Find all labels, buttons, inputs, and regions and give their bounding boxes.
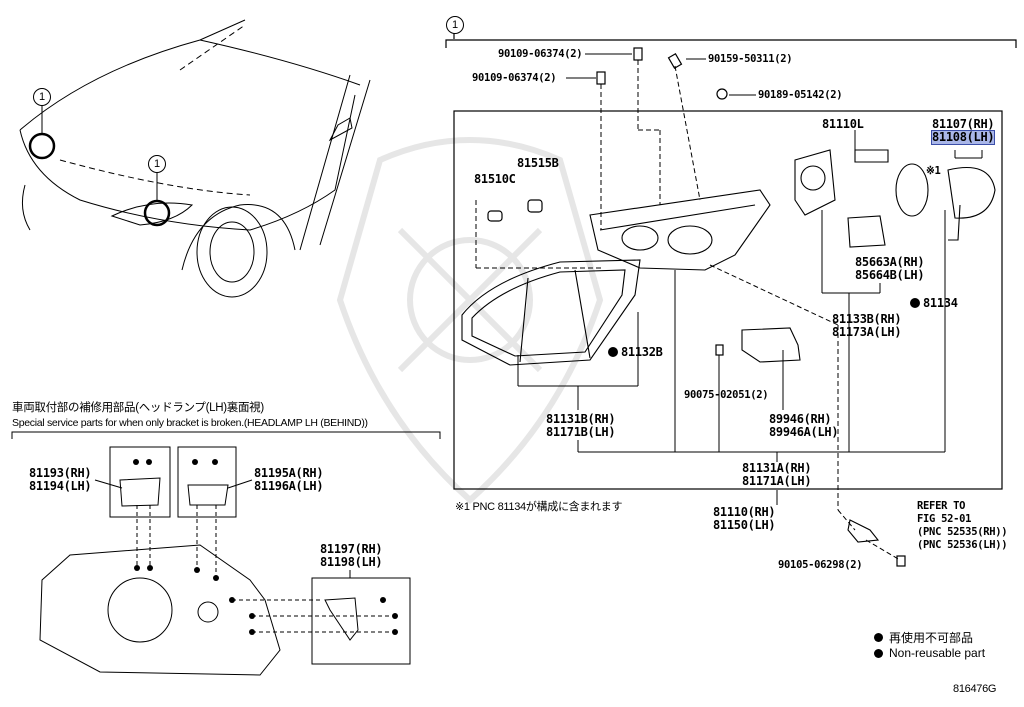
refer-to-fig-52-01[interactable]: REFER TO FIG 52-01 (PNC 52535(RH)) (PNC … [917, 500, 1008, 552]
leader-lines [475, 53, 983, 561]
refer-line-1: REFER TO [917, 500, 966, 512]
figure-id: 816476G [953, 683, 997, 695]
part-label-81134[interactable]: 81134 [910, 297, 958, 310]
service-parts-illustration [39, 477, 390, 676]
part-label-81108-highlighted[interactable]: 81108(LH) [930, 130, 996, 145]
mark-star1: ※1 [926, 165, 941, 177]
part-label-85663a[interactable]: 85663A(RH) [855, 255, 925, 269]
part-label-85663a-85664b: 85663A(RH) 85664B(LH) [855, 255, 925, 282]
part-label-81193-81194: 81193(RH) 81194(LH) [29, 466, 92, 493]
footnote-star1: ※1 PNC 81134が構成に含まれます [455, 501, 623, 513]
part-label-81132b-text: 81132B [621, 345, 663, 359]
part-label-81198[interactable]: 81198(LH) [320, 555, 383, 569]
part-label-89946a[interactable]: 89946A(LH) [769, 425, 839, 439]
part-label-81173a[interactable]: 81173A(LH) [832, 325, 902, 339]
watermark-emblem [336, 137, 604, 505]
part-label-81197-81198: 81197(RH) 81198(LH) [320, 542, 383, 569]
part-label-89946-89946a: 89946(RH) 89946A(LH) [769, 412, 839, 439]
legend: 再使用不可部品 Non-reusable part [874, 629, 985, 661]
part-label-90105[interactable]: 90105-06298(2) [778, 559, 863, 571]
part-label-81110[interactable]: 81110(RH) [713, 505, 776, 519]
vehicle-front-illustration [19, 19, 371, 298]
legend-row-en: Non-reusable part [874, 645, 985, 661]
part-label-81131a[interactable]: 81131A(RH) [742, 461, 812, 475]
part-label-81132b[interactable]: 81132B [608, 346, 663, 359]
part-label-81131b-81171b: 81131B(RH) 81171B(LH) [546, 412, 616, 439]
part-label-81515b[interactable]: 81515B [517, 156, 559, 170]
part-label-81194[interactable]: 81194(LH) [29, 479, 92, 493]
service-fastener-icons [133, 459, 398, 635]
part-label-90109-b[interactable]: 90109-06374(2) [472, 72, 557, 84]
callout-1-assembly: 1 [446, 16, 464, 34]
part-label-81133b[interactable]: 81133B(RH) [832, 312, 902, 326]
part-label-89946[interactable]: 89946(RH) [769, 412, 832, 426]
callout-1-car-left: 1 [33, 88, 51, 106]
callout-1-car-right: 1 [148, 155, 166, 173]
part-label-81107-81108: 81107(RH) 81108(LH) [930, 117, 996, 145]
part-label-81131b[interactable]: 81131B(RH) [546, 412, 616, 426]
non-reusable-dot-81132b [608, 347, 618, 357]
part-label-81196a[interactable]: 81196A(LH) [254, 479, 324, 493]
part-label-81133b-81173a: 81133B(RH) 81173A(LH) [832, 312, 902, 339]
part-label-90075[interactable]: 90075-02051(2) [684, 389, 769, 401]
service-title-jp: 車両取付部の補修用部品(ヘッドランプ(LH)裏面視) [12, 402, 264, 414]
headlamp-assembly-illustration [461, 149, 996, 543]
service-title-en: Special service parts for when only brac… [12, 417, 368, 429]
part-label-81510c[interactable]: 81510C [474, 172, 516, 186]
legend-jp: 再使用不可部品 [889, 630, 974, 645]
assembly-frame [445, 33, 1017, 490]
part-label-81131a-81171a: 81131A(RH) 81171A(LH) [742, 461, 812, 488]
part-label-90109-a[interactable]: 90109-06374(2) [498, 48, 583, 60]
part-label-81134-text: 81134 [923, 296, 958, 310]
part-label-81110-81150: 81110(RH) 81150(LH) [713, 505, 776, 532]
part-label-81107[interactable]: 81107(RH) [932, 117, 995, 131]
part-label-90189[interactable]: 90189-05142(2) [758, 89, 843, 101]
part-label-85664b[interactable]: 85664B(LH) [855, 268, 925, 282]
part-label-81150[interactable]: 81150(LH) [713, 518, 776, 532]
refer-line-2: FIG 52-01 [917, 513, 972, 525]
part-label-81171a[interactable]: 81171A(LH) [742, 474, 812, 488]
part-label-81193[interactable]: 81193(RH) [29, 466, 92, 480]
refer-line-4: (PNC 52536(LH)) [917, 539, 1008, 551]
service-parts-frame [11, 431, 441, 665]
legend-en: Non-reusable part [889, 646, 986, 660]
part-label-81110l[interactable]: 81110L [822, 117, 864, 131]
part-label-90159[interactable]: 90159-50311(2) [708, 53, 793, 65]
part-label-81171b[interactable]: 81171B(LH) [546, 425, 616, 439]
non-reusable-dot-icon [874, 632, 883, 642]
part-label-81195a[interactable]: 81195A(RH) [254, 466, 324, 480]
part-label-81195a-81196a: 81195A(RH) 81196A(LH) [254, 466, 324, 493]
part-label-81197[interactable]: 81197(RH) [320, 542, 383, 556]
non-reusable-dot-icon [874, 648, 883, 658]
fastener-icons [487, 47, 906, 567]
legend-row-jp: 再使用不可部品 [874, 629, 985, 645]
refer-line-3: (PNC 52535(RH)) [917, 526, 1008, 538]
non-reusable-dot-81134 [910, 298, 920, 308]
